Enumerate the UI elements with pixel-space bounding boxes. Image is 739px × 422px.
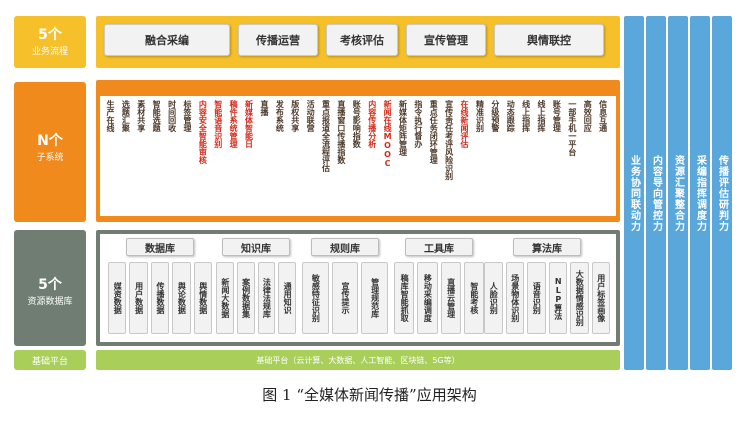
layer-title: 子系统 bbox=[36, 153, 64, 163]
subsystem-item: 新媒体矩阵管理 bbox=[398, 100, 408, 156]
layer-label-database: 5个 资源数据库 bbox=[14, 230, 86, 346]
subsystem-item: 智能语音识别 bbox=[213, 100, 223, 148]
subsystem-item: 线上指挥 bbox=[521, 100, 531, 132]
library-item: 宣传提示 bbox=[331, 262, 359, 334]
capability-column: 采编指挥调度力 bbox=[690, 16, 710, 370]
library-item: 通用知识 bbox=[278, 262, 296, 334]
subsystem-panel bbox=[100, 96, 616, 216]
subsystem-item: 在线新闻评估 bbox=[460, 100, 470, 148]
library-item: 法律法规库 bbox=[257, 262, 276, 334]
subsystem-item: 直播 bbox=[259, 100, 269, 116]
subsystem-item: 直播窗口传播指数 bbox=[336, 100, 346, 164]
library-item: 案例数据集 bbox=[236, 262, 255, 334]
subsystem-item: 线上指挥 bbox=[537, 100, 547, 132]
subsystem-item: 账号管理 bbox=[552, 100, 562, 132]
layer-count: 5个 bbox=[38, 277, 62, 293]
subsystem-item: 素材共享 bbox=[136, 100, 146, 132]
library-item: NLP算法 bbox=[548, 262, 567, 334]
layer-title: 资源数据库 bbox=[27, 297, 73, 307]
subsystem-item: 生产在线 bbox=[106, 100, 115, 132]
library-item: 直播云管理 bbox=[440, 262, 461, 334]
subsystem-item: 标签管理 bbox=[182, 100, 192, 132]
library-item: 用户数据 bbox=[129, 262, 148, 334]
library-item: 用户标签画像 bbox=[591, 262, 610, 334]
capability-column: 资源汇聚整合力 bbox=[668, 16, 688, 370]
subsystem-item: 重点报道全流程评估 bbox=[321, 100, 331, 172]
process-box: 宣传管理 bbox=[406, 24, 486, 56]
library-header: 知识库 bbox=[222, 238, 290, 256]
library-item: 管理规范库 bbox=[361, 262, 388, 334]
subsystem-item: 时间回收 bbox=[167, 100, 177, 132]
library-item: 移动采编调度 bbox=[417, 262, 438, 334]
subsystem-item: 指令执行督办 bbox=[413, 100, 423, 148]
library-header: 数据库 bbox=[126, 238, 194, 256]
subsystem-item: 精准识别 bbox=[475, 100, 485, 132]
library-item: 智能考核 bbox=[463, 262, 484, 334]
layer-count: 5个 bbox=[38, 27, 62, 43]
layer-count: N个 bbox=[37, 133, 63, 149]
library-item: 语音识别 bbox=[527, 262, 546, 334]
subsystem-item: 智能选题 bbox=[152, 100, 162, 132]
library-item: 场景物体识别 bbox=[505, 262, 524, 334]
subsystem-item: 重点任务闭环管理 bbox=[429, 100, 439, 164]
library-item: 稿库智能抓取 bbox=[394, 262, 415, 334]
capability-column: 传播评估研判力 bbox=[712, 16, 732, 370]
process-box: 融合采编 bbox=[104, 24, 230, 56]
subsystem-item: 一部手机一平台 bbox=[567, 100, 577, 156]
subsystem-item: 内容传播分析 bbox=[367, 100, 377, 148]
layer-title: 基础平台 bbox=[31, 357, 68, 367]
subsystem-item: 高效回应 bbox=[583, 100, 593, 132]
layer-label-business: 5个 业务流程 bbox=[14, 16, 86, 68]
library-item: 人脸识别 bbox=[484, 262, 503, 334]
library-item: 舆论数据 bbox=[172, 262, 191, 334]
library-item: 大数据情感识别 bbox=[570, 262, 589, 334]
subsystem-item: 分级预警 bbox=[490, 100, 500, 132]
library-header: 工具库 bbox=[405, 238, 473, 256]
library-header: 算法库 bbox=[513, 238, 581, 256]
library-item: 舆情数据 bbox=[193, 262, 212, 334]
process-box: 传播运营 bbox=[238, 24, 318, 56]
library-item: 媒资数据 bbox=[108, 262, 127, 334]
library-item: 传播数据 bbox=[150, 262, 170, 334]
process-box: 考核评估 bbox=[326, 24, 398, 56]
layer-title: 业务流程 bbox=[31, 47, 68, 57]
subsystem-item: 新媒体智能日 bbox=[244, 100, 254, 148]
subsystem-item: 新闻在线MOOC bbox=[383, 100, 393, 168]
subsystem-item: 动态跟踪 bbox=[506, 100, 516, 132]
process-box: 舆情联控 bbox=[494, 24, 604, 56]
figure-caption: 图 1 “全媒体新闻传播”应用架构 bbox=[262, 386, 477, 404]
layer-label-subsystem: N个 子系统 bbox=[14, 82, 86, 222]
subsystem-item: 宣传责任考评风险识别 bbox=[444, 100, 454, 180]
subsystem-item: 稿件系统管理 bbox=[229, 100, 239, 148]
subsystem-item: 活动联营 bbox=[306, 100, 316, 132]
subsystem-item: 发布系统 bbox=[275, 100, 285, 132]
library-item: 新闻大数据 bbox=[216, 262, 234, 334]
subsystem-item: 账号影响指数 bbox=[352, 100, 362, 148]
subsystem-item: 选题汇聚 bbox=[121, 100, 131, 132]
base-platform-bar: 基础平台（云计算、大数据、人工智能、区块链、5G等） bbox=[96, 350, 620, 370]
subsystem-item: 信息互通 bbox=[598, 100, 608, 132]
capability-column: 内容导向管控力 bbox=[646, 16, 666, 370]
subsystem-item: 内容安全智能审核 bbox=[198, 100, 208, 164]
subsystem-item: 版权共享 bbox=[290, 100, 300, 132]
layer-label-base: 基础平台 bbox=[14, 350, 86, 370]
library-header: 规则库 bbox=[311, 238, 379, 256]
capability-column: 业务协同联动力 bbox=[624, 16, 644, 370]
library-item: 敏感特征识别 bbox=[302, 262, 329, 334]
